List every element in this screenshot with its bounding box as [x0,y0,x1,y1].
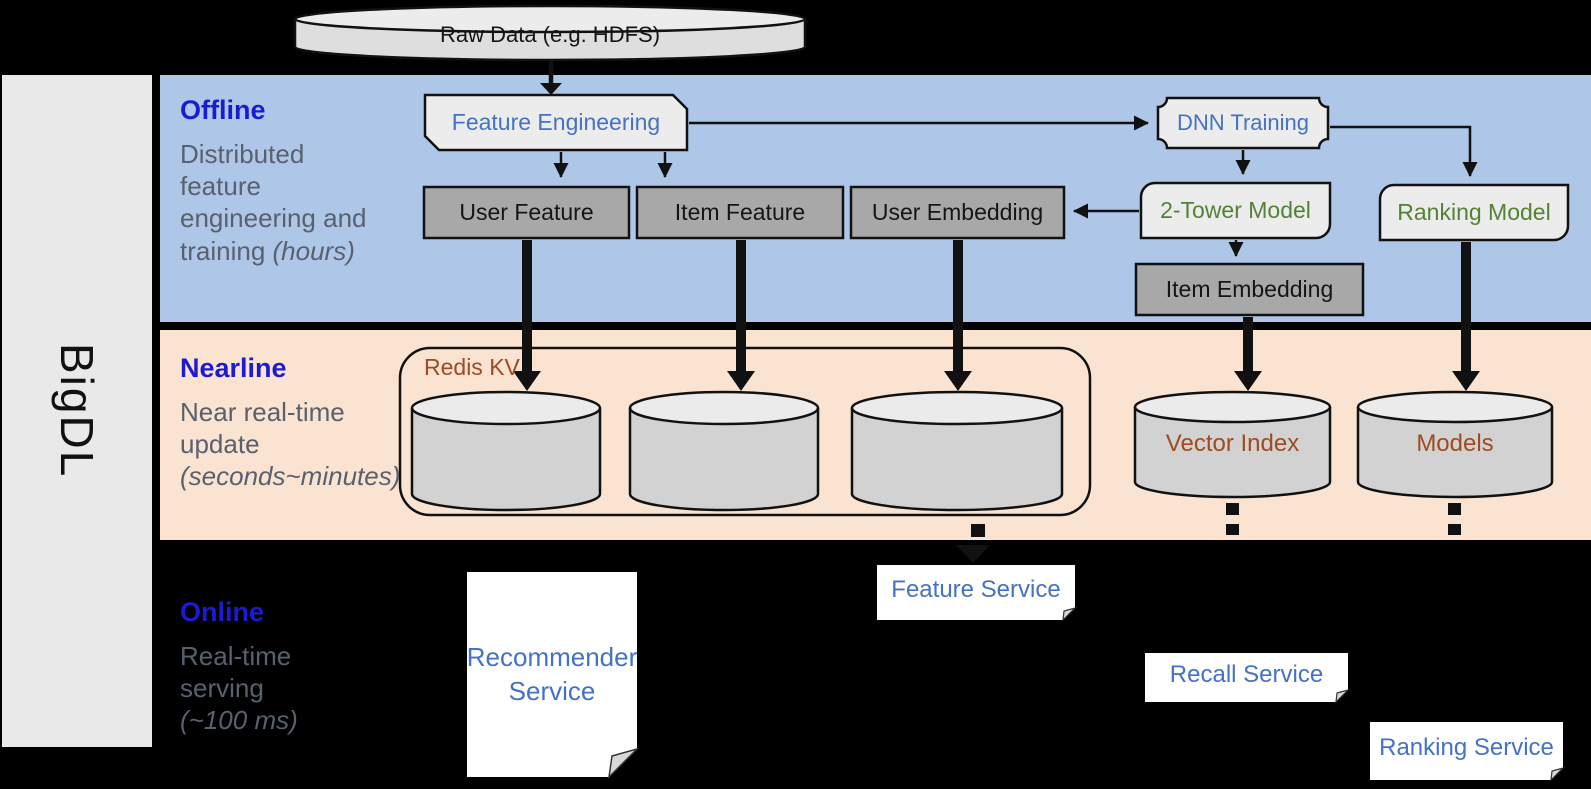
ranking-service-shape [1370,722,1566,782]
arrow-item-embedding-to-vector-index [1234,317,1262,391]
user-feature-label: User Feature [459,199,594,225]
dnn-training-shape [1156,96,1330,150]
redis-kv-container [398,346,1092,517]
nearline-description: Near real-time update (seconds~minutes) [180,397,401,492]
dashed-arrow-vector-index-to-recall [1226,503,1239,535]
models-cylinder [1356,390,1554,499]
item-feature-shape [635,185,845,240]
feature-service-label: Feature Service [891,576,1061,603]
kv-cylinder-2 [628,390,820,512]
user-feature-shape [422,185,631,240]
item-embedding-shape [1134,262,1365,317]
kv-cylinder-3 [850,390,1064,512]
arrow-dnn-to-ranking-model [1330,125,1478,178]
offline-description: Distributed feature engineering and trai… [180,139,367,266]
vector-index-cylinder [1133,390,1332,499]
dashed-arrow-models-to-ranking [1448,503,1461,535]
ranking-model-shape [1378,183,1570,242]
feature-engineering-shape [423,93,689,152]
dnn-training-label: DNN Training [1176,110,1310,135]
online-description: Real-time serving (~100 ms) [180,641,298,736]
kv-cylinder-1 [410,390,602,512]
ranking-service-label: Ranking Service [1379,734,1554,761]
redis-kv-label: Redis KV [424,353,520,380]
recall-service-label: Recall Service [1169,661,1324,688]
vector-index-label: Vector Index [1165,430,1300,457]
arrow-user-feature-to-kv [513,240,541,391]
bigdl-label: BigDL [51,343,103,479]
recall-service-shape [1145,653,1351,704]
nearline-title: Nearline [180,352,287,383]
ranking-model-label: Ranking Model [1397,199,1551,225]
recommender-service-label: Recommender Service [466,642,638,706]
arrow-ranking-model-to-models [1452,242,1480,391]
user-embedding-shape [849,185,1066,240]
offline-title: Offline [180,94,266,125]
bigdl-sidebar: BigDL [2,75,152,747]
recommender-service-shape [467,572,640,780]
online-title: Online [180,596,265,627]
raw-data-label: Raw Data (e.g. HDFS) [439,22,661,47]
dashed-arrow-kv-to-feature-service [956,524,990,563]
arrow-rawdata-to-fe [540,60,562,95]
arrow-user-embedding-to-kv [944,240,972,391]
raw-data-cylinder [293,4,807,62]
item-embedding-label: Item Embedding [1165,276,1334,302]
feature-service-shape [877,565,1078,622]
arrow-item-feature-to-kv [727,240,755,391]
user-embedding-label: User Embedding [871,199,1044,225]
two-tower-model-label: 2-Tower Model [1160,197,1311,223]
item-feature-label: Item Feature [674,199,806,225]
two-tower-model-shape [1139,181,1332,240]
feature-engineering-label: Feature Engineering [451,109,661,135]
models-label: Models [1416,430,1494,457]
